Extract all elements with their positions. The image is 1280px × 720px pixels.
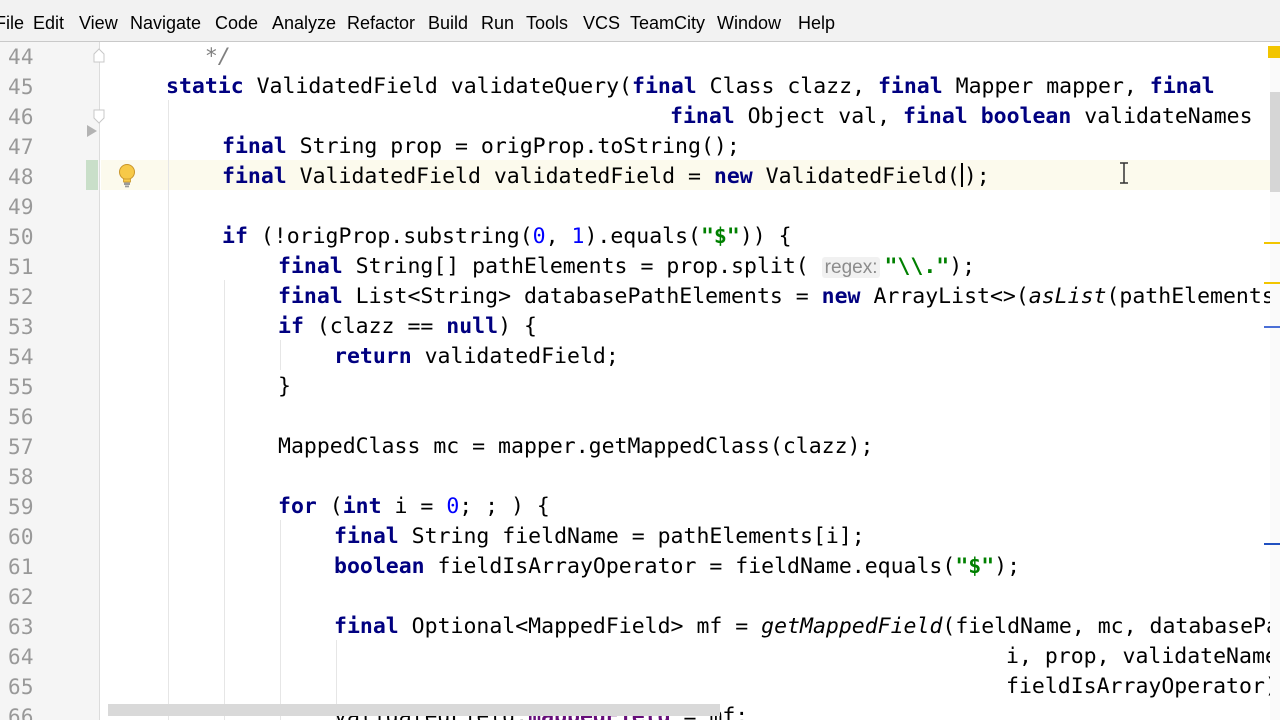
warning-status-icon[interactable]: [1268, 46, 1280, 58]
code-line[interactable]: MappedClass mc = mapper.getMappedClass(c…: [278, 434, 874, 459]
info-marker[interactable]: [1264, 326, 1280, 328]
info-marker[interactable]: [1264, 543, 1280, 545]
line-number: 66: [8, 705, 34, 720]
indent-guide: [280, 520, 281, 720]
indent-guide: [336, 640, 337, 720]
line-number: 64: [8, 645, 34, 669]
menu-view[interactable]: View: [79, 13, 118, 33]
menu-window[interactable]: Window: [717, 13, 782, 33]
line-number: 53: [8, 315, 34, 339]
warning-marker[interactable]: [1264, 242, 1280, 244]
indent-guide: [280, 340, 281, 370]
line-number: 46: [8, 105, 34, 129]
code-line[interactable]: }: [278, 374, 291, 399]
vertical-scrollbar-thumb[interactable]: [1270, 92, 1280, 192]
menu-navigate[interactable]: Navigate: [130, 13, 202, 33]
code-line[interactable]: static ValidatedField validateQuery(fina…: [166, 74, 1215, 99]
line-number: 45: [8, 75, 34, 99]
line-number: 65: [8, 675, 34, 699]
code-line[interactable]: final List<String> databasePathElements …: [278, 284, 1275, 309]
line-number: 47: [8, 135, 34, 159]
current-line-highlight: [101, 160, 1270, 190]
indent-guide: [168, 100, 169, 720]
line-number: 49: [8, 195, 34, 219]
menu-code[interactable]: Code: [215, 13, 259, 33]
parameter-hint: regex:: [821, 257, 881, 278]
code-line[interactable]: boolean fieldIsArrayOperator = fieldName…: [334, 554, 1021, 579]
menu-tools[interactable]: Tools: [526, 13, 569, 33]
line-number: 48: [8, 165, 34, 189]
line-number-gutter[interactable]: [0, 42, 100, 720]
vcs-change-marker[interactable]: [86, 160, 98, 190]
menu-help[interactable]: Help: [798, 13, 836, 33]
code-line[interactable]: if (!origProp.substring(0, 1).equals("$"…: [222, 224, 792, 249]
line-number: 44: [8, 45, 34, 69]
indent-guide: [224, 280, 225, 720]
warning-marker[interactable]: [1264, 282, 1280, 284]
expand-arrow-icon[interactable]: [86, 124, 98, 138]
code-editor[interactable]: 44 45 46 47 48 49 50 51 52 53 54 55 56 5…: [0, 42, 1280, 720]
code-line[interactable]: i, prop, validateNames,: [1006, 644, 1280, 669]
line-number: 51: [8, 255, 34, 279]
menu-bar: File Edit View Navigate Code Analyze Ref…: [0, 0, 1280, 42]
line-number: 59: [8, 495, 34, 519]
menu-build[interactable]: Build: [428, 13, 469, 33]
menu-vcs[interactable]: VCS: [583, 13, 621, 33]
text-caret: [960, 163, 963, 187]
line-number: 56: [8, 405, 34, 429]
fold-icon[interactable]: [92, 48, 106, 64]
line-number: 58: [8, 465, 34, 489]
code-line[interactable]: */: [166, 44, 231, 69]
menu-file[interactable]: File: [0, 13, 25, 33]
code-line[interactable]: final String prop = origProp.toString();: [222, 134, 740, 159]
menu-edit[interactable]: Edit: [33, 13, 65, 33]
lightbulb-icon[interactable]: [116, 163, 138, 189]
menu-teamcity[interactable]: TeamCity: [630, 13, 706, 33]
line-number: 52: [8, 285, 34, 309]
line-number: 60: [8, 525, 34, 549]
code-line[interactable]: fieldIsArrayOperator);: [1006, 674, 1280, 699]
code-line[interactable]: final Optional<MappedField> mf = getMapp…: [334, 614, 1280, 639]
fold-icon[interactable]: [92, 108, 106, 124]
code-line[interactable]: final String[] pathElements = prop.split…: [278, 254, 976, 279]
code-line[interactable]: final Object val, final boolean validate…: [670, 104, 1253, 129]
code-line[interactable]: if (clazz == null) {: [278, 314, 537, 339]
code-line[interactable]: return validatedField;: [334, 344, 619, 369]
line-number: 54: [8, 345, 34, 369]
code-line[interactable]: for (int i = 0; ; ) {: [278, 494, 550, 519]
code-line-current[interactable]: final ValidatedField validatedField = ne…: [222, 163, 990, 189]
menu-refactor[interactable]: Refactor: [347, 13, 416, 33]
vertical-scrollbar[interactable]: [1270, 42, 1280, 720]
menu-analyze[interactable]: Analyze: [272, 13, 337, 33]
line-number: 63: [8, 615, 34, 639]
line-number: 62: [8, 585, 34, 609]
horizontal-scrollbar-thumb[interactable]: [108, 704, 720, 716]
line-number: 61: [8, 555, 34, 579]
text-cursor-icon: [1120, 162, 1128, 184]
menu-run[interactable]: Run: [481, 13, 515, 33]
line-number: 50: [8, 225, 34, 249]
code-line[interactable]: final String fieldName = pathElements[i]…: [334, 524, 865, 549]
line-number: 55: [8, 375, 34, 399]
line-number: 57: [8, 435, 34, 459]
